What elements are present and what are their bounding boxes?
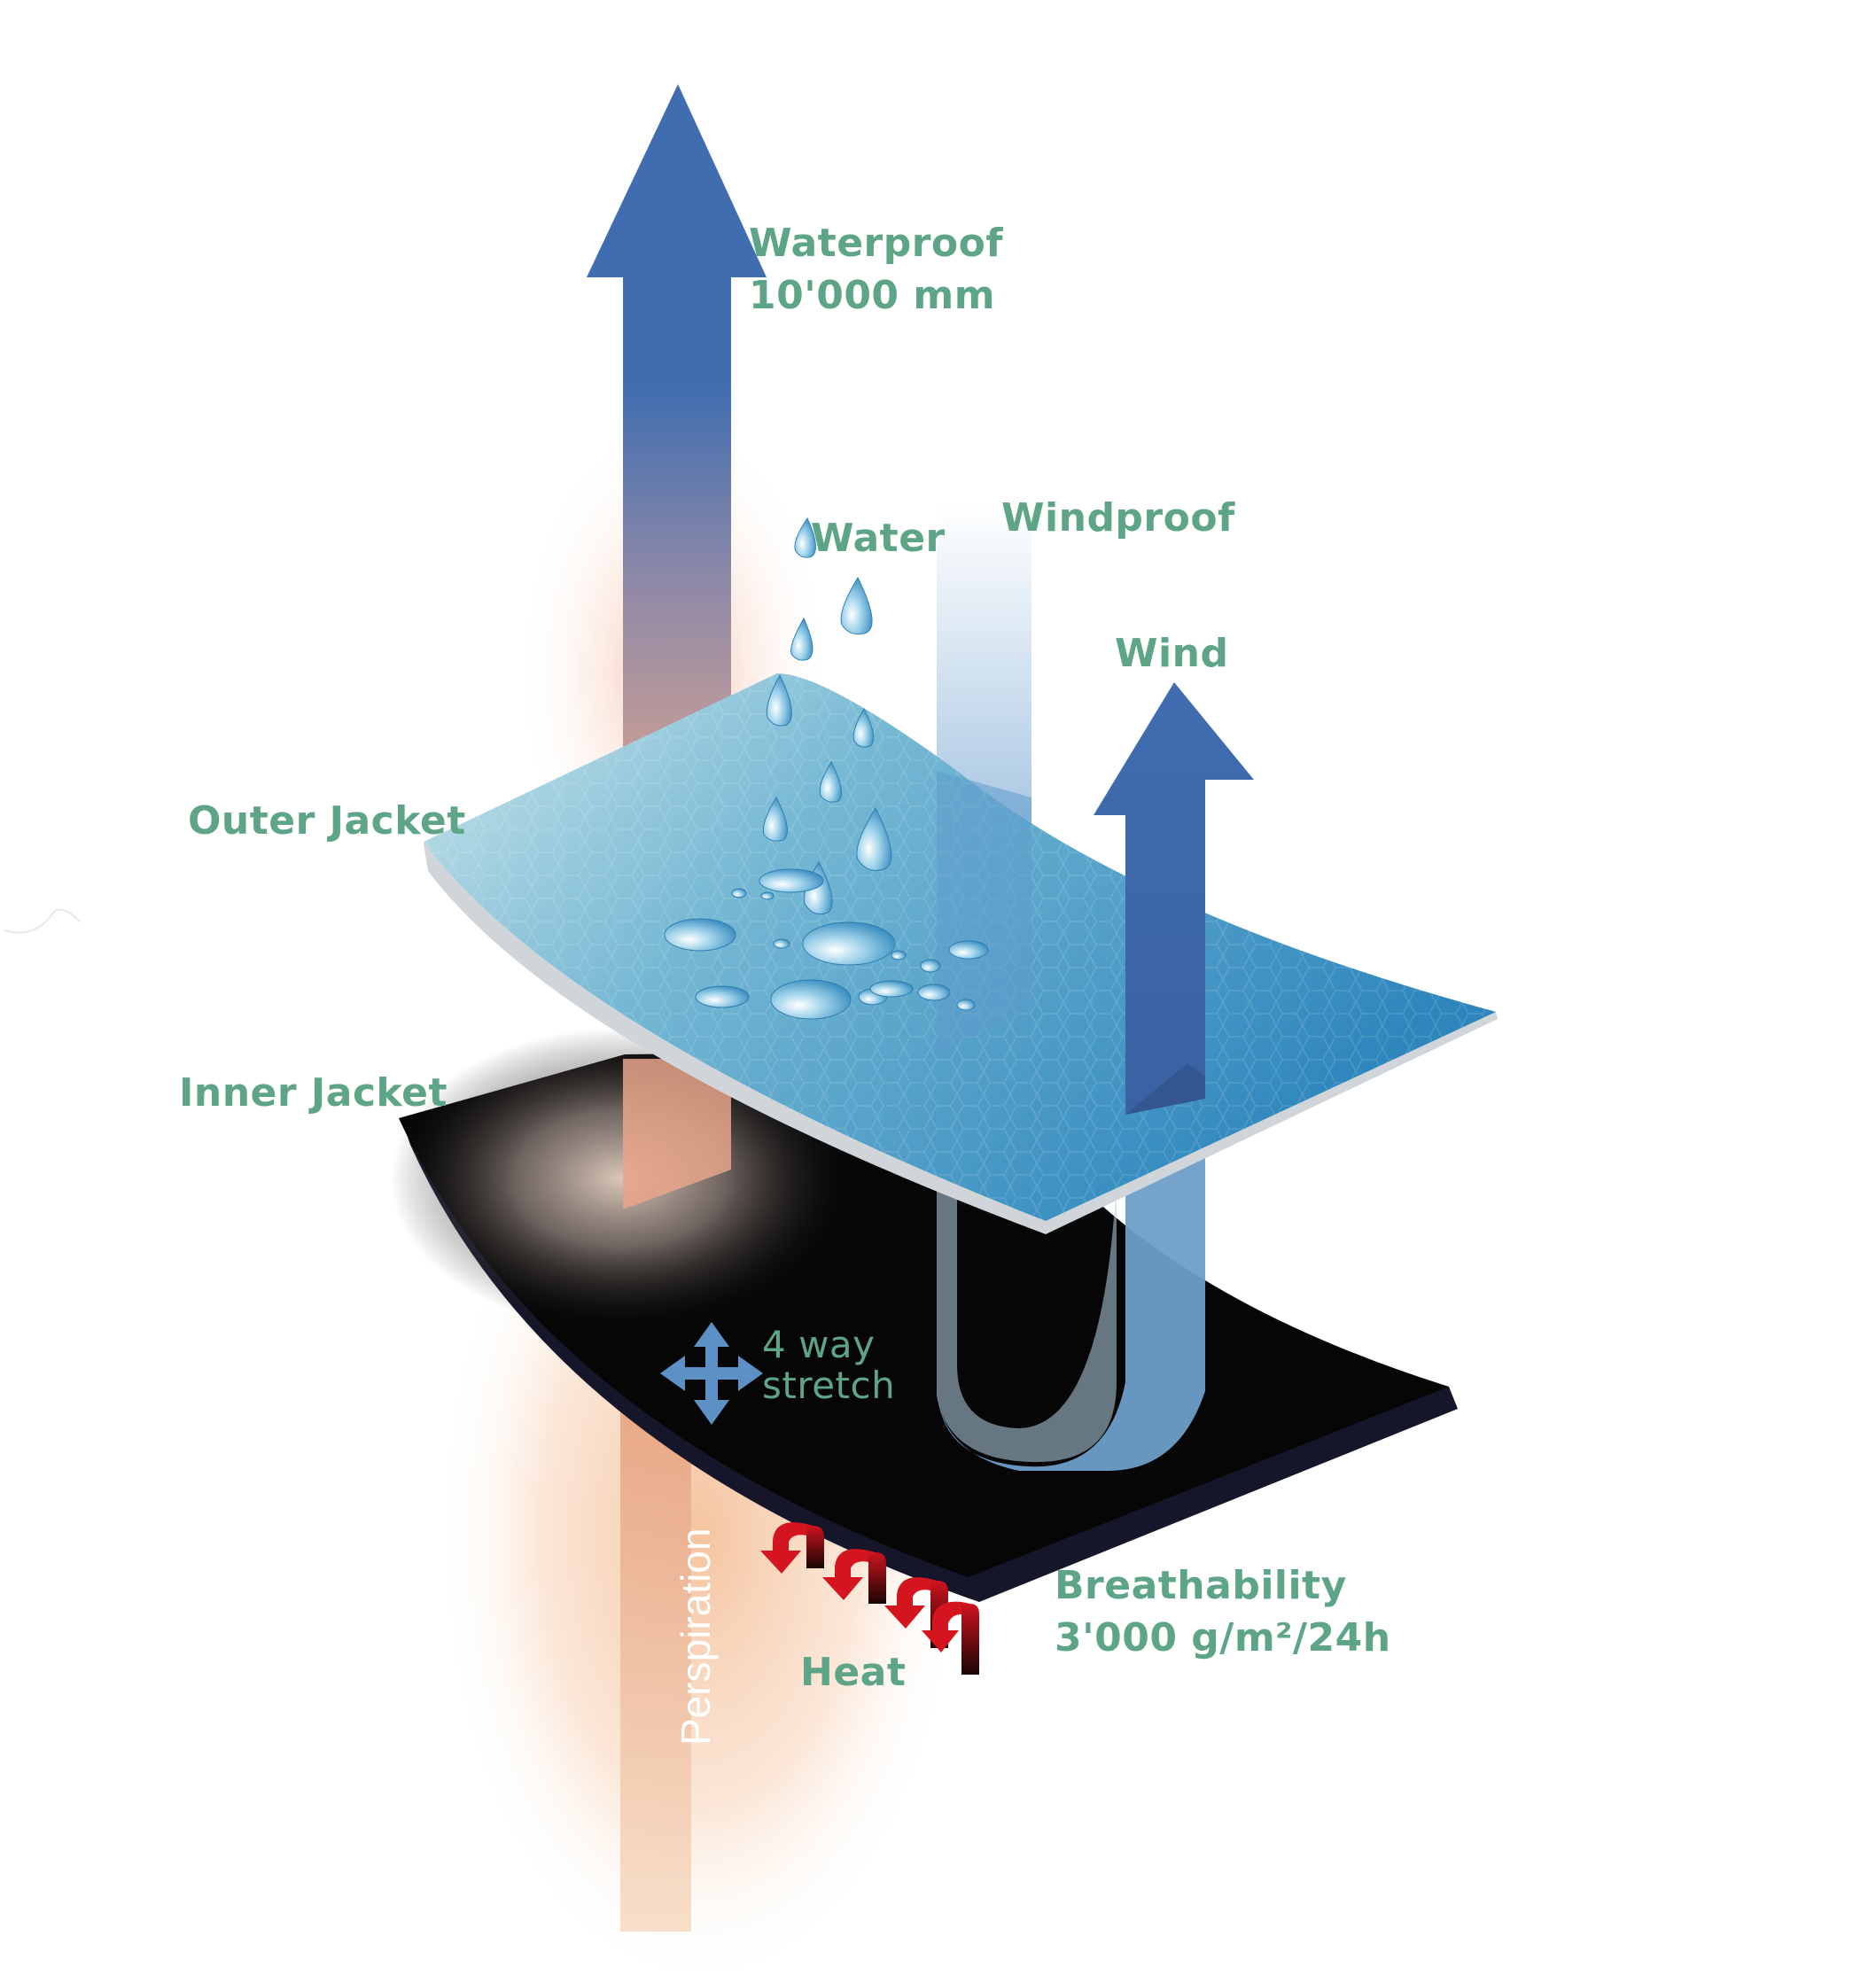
decorative-mark (4, 908, 81, 934)
heat-label: Heat (800, 1650, 907, 1695)
windproof-label: Windproof (1001, 495, 1235, 540)
waterproof-arrow (587, 84, 767, 1209)
perspiration-label: Perspiration (673, 1528, 719, 1746)
water-drop-icon (840, 576, 873, 635)
water-label: Water (811, 516, 946, 561)
waterproof-label: Waterproof 10'000 mm (749, 217, 1003, 323)
breathability-label: Breathability 3'000 g/m²/24h (1055, 1559, 1391, 1665)
four-way-arrow-icon (660, 1322, 763, 1425)
breathability-title: Breathability (1055, 1563, 1347, 1608)
water-drops (664, 517, 989, 1020)
breathability-value: 3'000 g/m²/24h (1055, 1615, 1391, 1661)
water-drop-icon (856, 806, 892, 871)
wind-path-inner (937, 1178, 1117, 1462)
heat-arrow-icon (822, 1549, 886, 1604)
perspiration-stem (620, 1382, 691, 1932)
stretch-line1: 4 way (762, 1323, 876, 1366)
inner-jacket-label: Inner Jacket (179, 1070, 448, 1116)
wind-arrow (1094, 682, 1254, 1115)
stretch-line2: stretch (762, 1364, 896, 1408)
stretch-label: 4 way stretch (762, 1323, 896, 1408)
heat-arrow-icon (922, 1601, 979, 1675)
wind-label: Wind (1115, 631, 1229, 676)
water-bead-icon (664, 868, 989, 1020)
heat-arrow-icon (760, 1522, 824, 1574)
water-drop-icon (762, 796, 788, 842)
water-drop-icon (819, 760, 843, 803)
water-drop-icon (852, 707, 875, 748)
water-drop-icon (790, 617, 813, 661)
waterproof-title: Waterproof (749, 221, 1004, 266)
water-drop-icon (794, 517, 816, 558)
heat-arrows (760, 1522, 979, 1675)
waterproof-value: 10'000 mm (749, 273, 996, 319)
outer-jacket-label: Outer Jacket (188, 798, 466, 844)
wind-path-curve (937, 1099, 1205, 1471)
water-drop-icon (766, 673, 792, 727)
